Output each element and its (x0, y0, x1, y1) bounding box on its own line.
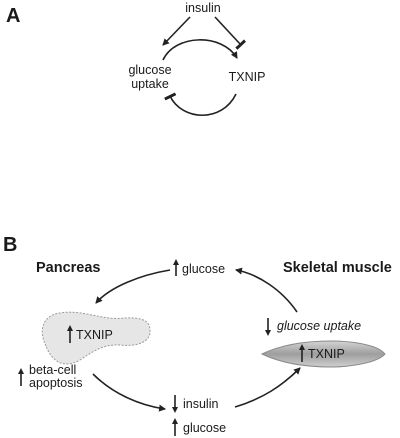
txnip-pancreas-label: TXNIP (76, 328, 113, 342)
panel-a-letter: A (6, 5, 20, 27)
panel-b-letter: B (3, 234, 17, 256)
muscle-fiber-shape (260, 340, 386, 368)
muscle-to-glucose-arrow (234, 267, 298, 313)
apoptosis-label: apoptosis (29, 376, 83, 390)
insulin-to-muscle-arrow (234, 367, 301, 408)
insulin-to-glucose-uptake-arrow (162, 16, 191, 46)
glucose-top-label: glucose (182, 262, 225, 276)
insulin-inhibits-txnip-line (214, 16, 247, 50)
glucose-bottom-label: glucose (183, 421, 226, 435)
insulin-label-a: insulin (185, 1, 220, 15)
insulin-label-b: insulin (183, 397, 218, 411)
txnip-muscle-label: TXNIP (308, 347, 345, 361)
pancreas-label: Pancreas (36, 260, 101, 276)
glucose-label-a: glucose (128, 63, 171, 77)
beta-cell-label: beta-cell (29, 363, 76, 377)
pancreas-to-insulin-arrow (92, 373, 167, 412)
txnip-label-a: TXNIP (229, 70, 266, 84)
txnip-inhibits-glucose-uptake-line (164, 92, 237, 117)
skeletal-muscle-label: Skeletal muscle (283, 260, 392, 276)
glucose-to-pancreas-arrow (95, 269, 171, 304)
uptake-label-a: uptake (131, 77, 169, 91)
glucose-uptake-label: glucose uptake (277, 319, 361, 333)
glucose-uptake-to-txnip-arrow (162, 39, 238, 61)
